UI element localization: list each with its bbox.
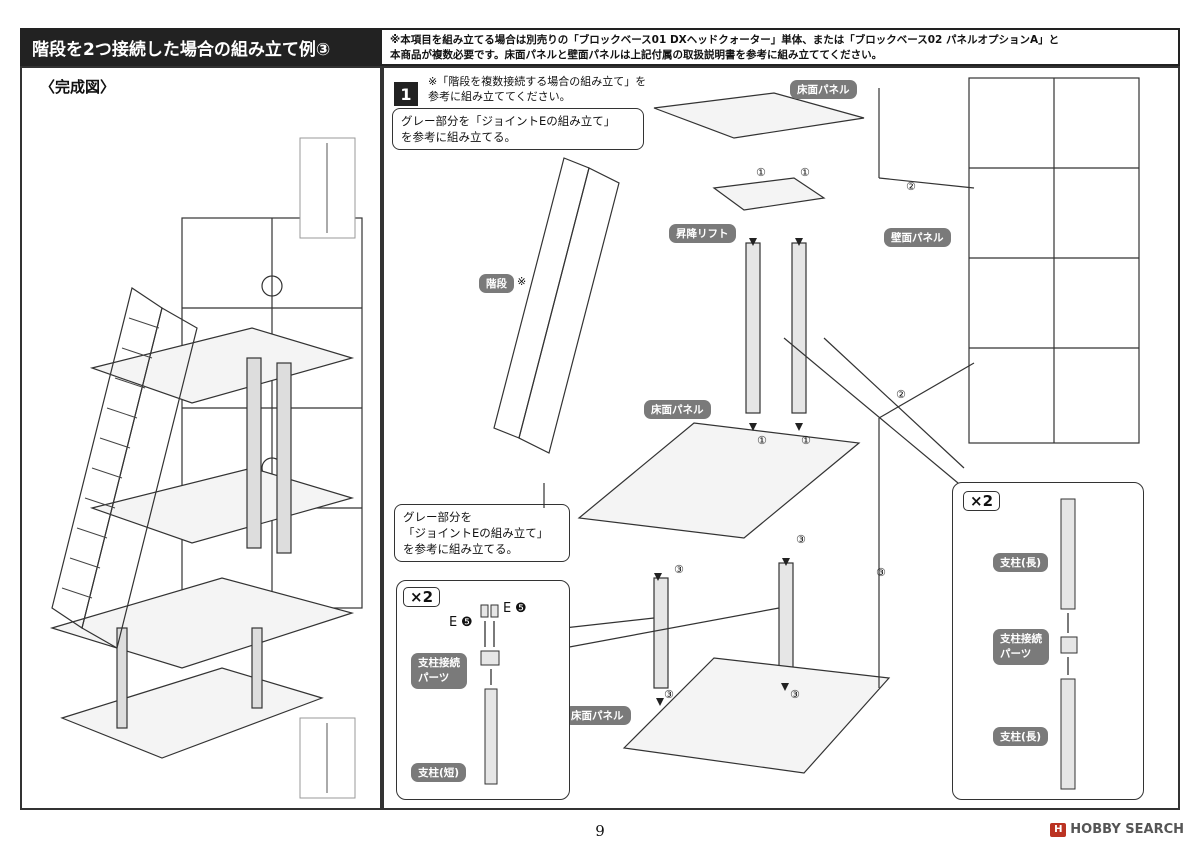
step-marker-3b: ③ <box>796 533 806 546</box>
label-floor-panel-top: 床面パネル <box>790 80 857 99</box>
step-marker-2b: ② <box>896 388 906 401</box>
label-lift: 昇降リフト <box>669 224 736 243</box>
label-post-connector-right: 支柱接続 パーツ <box>993 629 1049 665</box>
step-marker-3d: ③ <box>664 688 674 701</box>
step-note: ※「階段を複数接続する場合の組み立て」を 参考に組み立ててください。 <box>428 75 647 103</box>
watermark-text: HOBBY SEARCH <box>1070 822 1184 837</box>
label-stairs: 階段 <box>479 274 514 293</box>
step-marker-1c: ① <box>757 434 767 447</box>
label-long-post-top: 支柱(長) <box>993 553 1049 572</box>
step-number: 1 <box>394 82 418 106</box>
label-long-post-bottom: 支柱(長) <box>993 727 1049 746</box>
part-e-number-left: ❺ <box>461 615 473 630</box>
callout-joint-e-mid: グレー部分を 「ジョイントEの組み立て」 を参考に組み立てる。 <box>394 504 570 562</box>
callout-joint-e-top: グレー部分を「ジョイントEの組み立て」 を参考に組み立てる。 <box>392 108 644 150</box>
exploded-assembly-diagram <box>493 77 1140 774</box>
step-marker-1a: ① <box>756 166 766 179</box>
header-note-line1: ※本項目を組み立てる場合は別売りの「ブロックベース01 DXヘッドクォーター」単… <box>390 34 1060 46</box>
step-marker-1b: ① <box>800 166 810 179</box>
step-panel: 1 ※「階段を複数接続する場合の組み立て」を 参考に組み立ててください。 グレー… <box>382 66 1180 810</box>
short-post-subassembly: ×2 E ❺ E ❺ 支柱接続 パーツ 支柱(短) <box>396 580 570 800</box>
page-number: 9 <box>595 822 605 840</box>
long-post-illustration <box>1060 498 1078 790</box>
part-e-label-right: E <box>503 601 512 616</box>
completed-assembly-illustration <box>49 137 363 799</box>
step-marker-3c: ③ <box>876 566 886 579</box>
label-stairs-mark: ※ <box>517 275 527 288</box>
completed-view-panel: 〈完成図〉 <box>20 66 382 810</box>
watermark-logo: H <box>1050 822 1067 837</box>
step-marker-3e: ③ <box>790 688 800 701</box>
step-marker-2a: ② <box>906 180 916 193</box>
watermark: H HOBBY SEARCH <box>1050 822 1184 837</box>
part-e-label-left: E <box>449 615 458 630</box>
quantity-x2-left: ×2 <box>403 587 441 607</box>
quantity-x2-right: ×2 <box>963 491 1001 511</box>
header-note: ※本項目を組み立てる場合は別売りの「ブロックベース01 DXヘッドクォーター」単… <box>382 30 1178 64</box>
step-marker-3a: ③ <box>674 563 684 576</box>
page-header: 階段を2つ接続した場合の組み立て例③ ※本項目を組み立てる場合は別売りの「ブロッ… <box>20 28 1180 66</box>
completed-view-label: 〈完成図〉 <box>40 78 116 96</box>
long-post-subassembly: ×2 支柱(長) 支柱接続 パーツ 支柱(長) <box>952 482 1144 800</box>
label-wall-panel: 壁面パネル <box>884 228 951 247</box>
short-post-illustration <box>480 604 500 785</box>
label-post-connector-left: 支柱接続 パーツ <box>411 653 467 689</box>
part-e-number-right: ❺ <box>515 601 527 616</box>
header-note-line2: 本商品が複数必要です。床面パネルと壁面パネルは上記付属の取扱説明書を参考に組み立… <box>390 49 883 61</box>
section-title: 階段を2つ接続した場合の組み立て例③ <box>22 30 382 64</box>
label-floor-panel-bottom: 床面パネル <box>564 706 631 725</box>
step-marker-1d: ① <box>801 434 811 447</box>
label-short-post: 支柱(短) <box>411 763 467 782</box>
label-floor-panel-mid: 床面パネル <box>644 400 711 419</box>
